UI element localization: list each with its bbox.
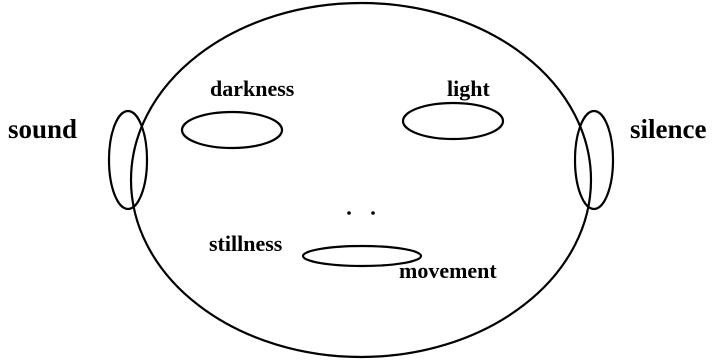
- label-sound: sound: [8, 116, 77, 143]
- right-eye: [403, 103, 503, 139]
- nostril-right: [371, 211, 375, 215]
- left-ear: [109, 111, 147, 209]
- label-silence: silence: [630, 116, 706, 143]
- nostril-left: [347, 211, 351, 215]
- right-ear: [575, 111, 613, 209]
- label-darkness: darkness: [210, 78, 294, 100]
- label-light: light: [447, 78, 490, 100]
- label-stillness: stillness: [209, 233, 282, 255]
- left-eye: [182, 112, 282, 148]
- face-outline: [131, 3, 591, 357]
- label-movement: movement: [399, 260, 497, 282]
